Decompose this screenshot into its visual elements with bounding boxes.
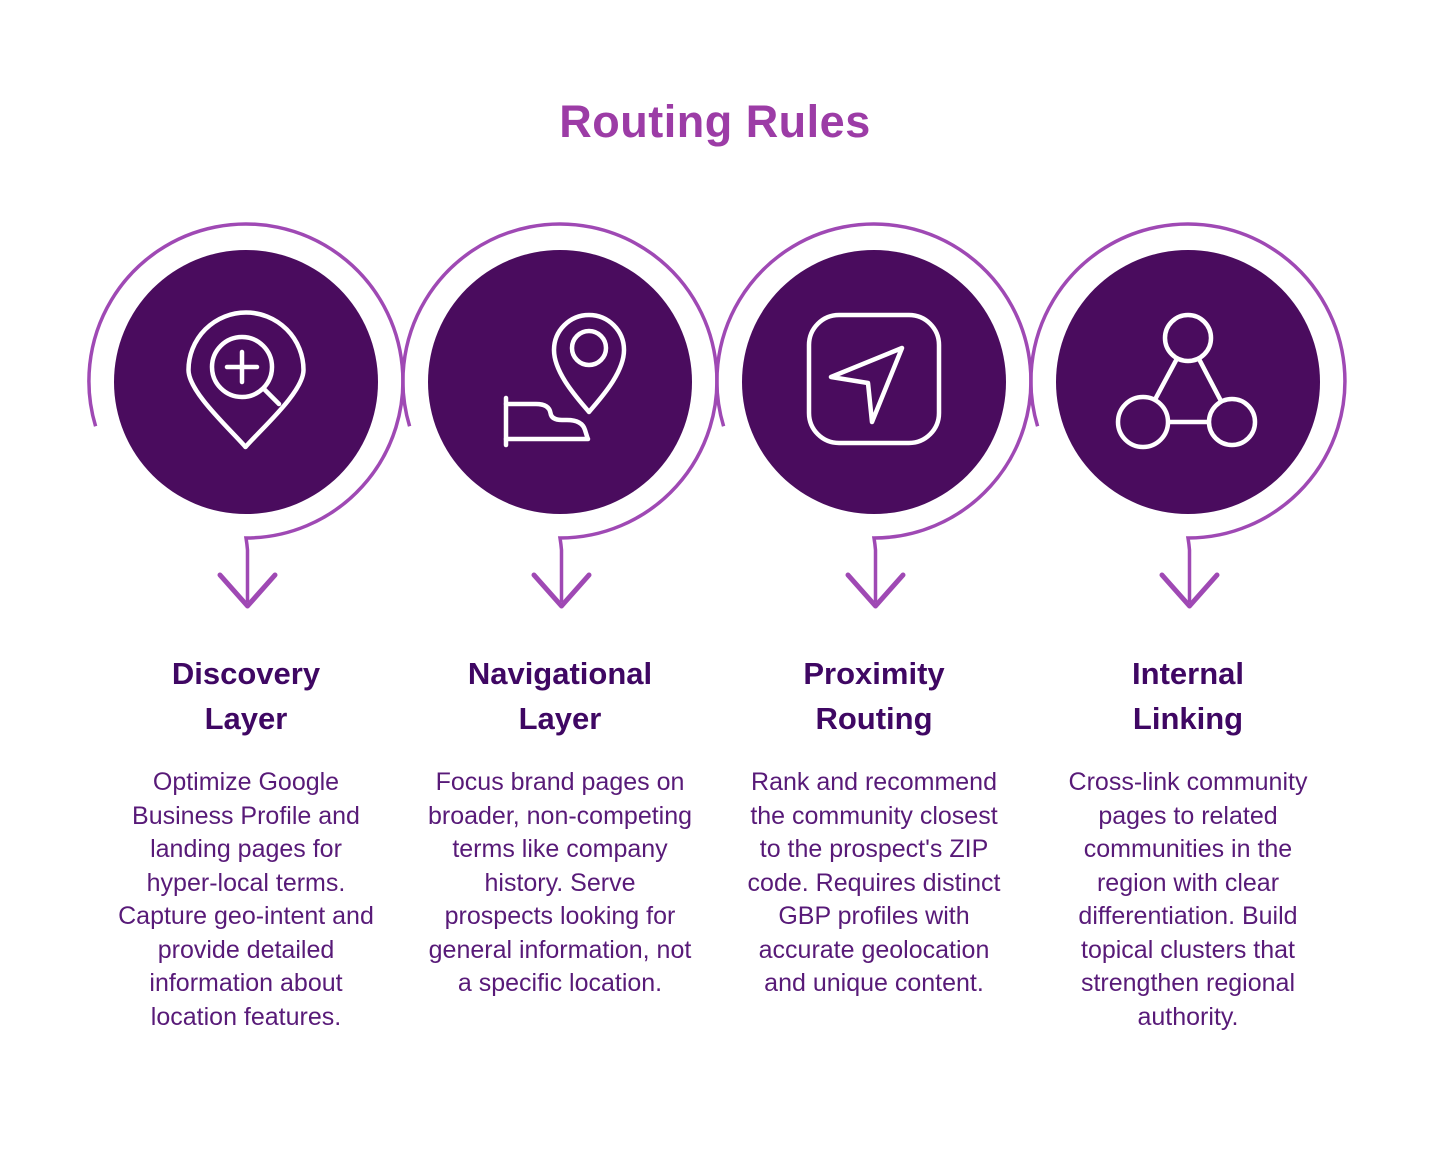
step-badge [1029, 222, 1347, 609]
arrow-down-icon [845, 572, 906, 609]
map-pin-search-icon [186, 310, 306, 450]
step-heading: Internal Linking [1132, 656, 1244, 736]
step-badge [87, 222, 405, 609]
spiral-ring [401, 222, 719, 602]
step-circle [114, 250, 378, 514]
step-heading: Navigational Layer [467, 656, 653, 736]
step-circle [428, 250, 692, 514]
arrow-down-icon [531, 572, 592, 609]
step-badge [401, 222, 719, 609]
step-badge [715, 222, 1033, 609]
arrow-down-icon [217, 572, 278, 609]
navigation-arrow-icon [806, 312, 942, 446]
step-heading: Proximity Routing [803, 656, 945, 736]
step-circle [742, 250, 1006, 514]
arrow-down-icon [1159, 572, 1220, 609]
page-title: Routing Rules [559, 96, 871, 147]
location-pin-place-icon [503, 312, 627, 448]
network-nodes-icon [1115, 312, 1258, 450]
spiral-ring [87, 222, 405, 602]
step-navigational-layer: Navigational Layer Focus brand pages on … [401, 220, 719, 1034]
step-proximity-routing: Proximity Routing Rank and recommend the… [715, 220, 1033, 1034]
steps-row: Discovery Layer Optimize Google Business… [87, 220, 1347, 1034]
step-description: Focus brand pages on broader, non-compet… [427, 768, 693, 997]
step-circle [1056, 250, 1320, 514]
spiral-ring [715, 222, 1033, 602]
spiral-ring [1029, 222, 1347, 602]
step-discovery-layer: Discovery Layer Optimize Google Business… [87, 220, 405, 1034]
step-internal-linking: Internal Linking Cross-link community pa… [1029, 220, 1347, 1034]
step-heading: Discovery Layer [171, 656, 321, 736]
step-description: Cross-link community pages to related co… [1068, 768, 1308, 1031]
step-description: Optimize Google Business Profile and lan… [118, 768, 374, 1031]
step-description: Rank and recommend the community closest… [747, 768, 1001, 997]
